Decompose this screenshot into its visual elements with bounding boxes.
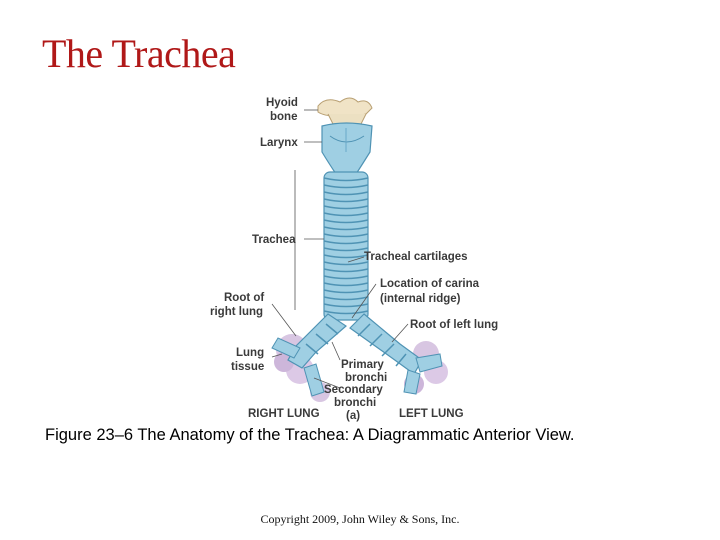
bronchial-rings — [305, 323, 407, 367]
cartilage-ring — [323, 254, 369, 259]
trachea-diagram: Hyoid bone Larynx Trachea Tracheal carti… — [200, 92, 520, 422]
cartilage-ring — [323, 303, 369, 308]
cartilage-ring — [323, 177, 369, 182]
label-tracheal-cartilages: Tracheal cartilages — [364, 251, 468, 263]
label-right-lung: RIGHT LUNG — [248, 408, 320, 420]
cartilage-ring — [323, 233, 369, 238]
trachea-tube — [323, 171, 369, 321]
tracheal-rings — [323, 177, 369, 315]
label-primary-line2: bronchi — [345, 372, 387, 384]
label-lung-tissue-line1: Lung — [236, 347, 264, 359]
cartilage-ring — [323, 205, 369, 210]
label-carina-line1: Location of carina — [380, 278, 480, 290]
cartilage-ring — [323, 296, 369, 301]
label-secondary-line2: bronchi — [334, 397, 376, 409]
label-larynx: Larynx — [260, 137, 298, 149]
cartilage-ring — [323, 310, 369, 315]
label-secondary-line1: Secondary — [324, 384, 383, 396]
label-left-lung: LEFT LUNG — [399, 408, 464, 420]
leader-lines — [271, 109, 409, 389]
label-panel-a: (a) — [346, 410, 360, 422]
cartilage-ring — [323, 289, 369, 294]
slide-title: The Trachea — [42, 31, 236, 76]
cartilage-ring — [323, 275, 369, 280]
cartilage-ring — [323, 212, 369, 217]
larynx — [321, 122, 373, 175]
cartilage-ring — [323, 282, 369, 287]
cartilage-ring — [323, 184, 369, 189]
cartilage-ring — [323, 240, 369, 245]
cartilage-ring — [323, 198, 369, 203]
cartilage-ring — [323, 191, 369, 196]
label-root-right-line2: right lung — [210, 306, 263, 318]
figure-caption: Figure 23–6 The Anatomy of the Trachea: … — [45, 426, 575, 444]
right-primary-bronchus — [271, 313, 347, 397]
hyoid-bone — [317, 97, 373, 127]
label-root-right-line1: Root of — [224, 292, 264, 304]
label-trachea: Trachea — [252, 234, 296, 246]
cartilage-ring — [323, 247, 369, 252]
label-primary-line1: Primary — [341, 359, 384, 371]
copyright-notice: Copyright 2009, John Wiley & Sons, Inc. — [260, 512, 460, 526]
cartilage-ring — [323, 261, 369, 266]
cartilage-ring — [323, 268, 369, 273]
label-hyoid-line2: bone — [270, 111, 297, 123]
cartilage-ring — [323, 219, 369, 224]
label-hyoid-line1: Hyoid — [266, 97, 298, 109]
label-root-left: Root of left lung — [410, 319, 498, 331]
label-carina-line2: (internal ridge) — [380, 293, 461, 305]
label-lung-tissue-line2: tissue — [231, 361, 264, 373]
left-primary-bronchus — [349, 313, 443, 395]
cartilage-ring — [323, 226, 369, 231]
